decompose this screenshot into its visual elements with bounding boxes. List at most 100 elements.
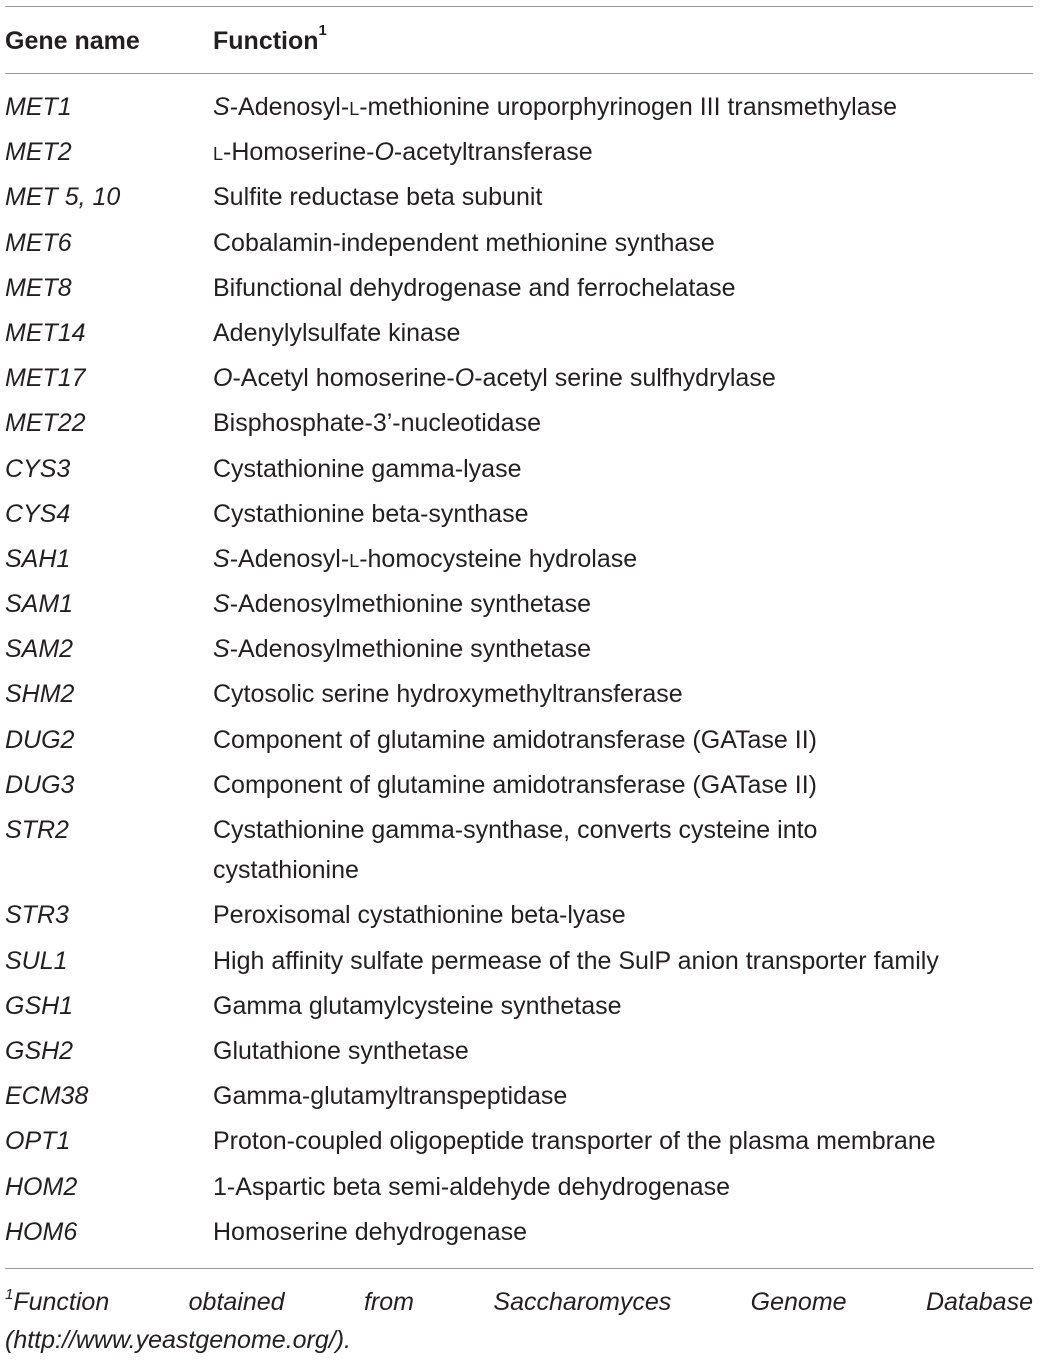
gene-name-cell: MET6 xyxy=(5,228,72,257)
gene-name-cell: OPT1 xyxy=(5,1127,71,1156)
function-text-segment: Component of glutamine amidotransferase … xyxy=(213,770,817,799)
function-text-segment: -Acetyl homoserine- xyxy=(232,364,455,393)
table-row: MET1 S-Adenosyl-l-methionine uroporphyrin… xyxy=(0,87,1044,132)
gene-name-cell: GSH1 xyxy=(5,991,74,1020)
function-cell: Gamma glutamylcysteine synthetase xyxy=(213,986,1044,1026)
function-text-segment: 1-Aspartic beta semi-aldehyde dehydrogen… xyxy=(213,1172,730,1201)
table-bottom-rule xyxy=(5,1268,1033,1269)
function-cell: Gamma-glutamyltranspeptidase xyxy=(213,1076,1044,1116)
function-cell: O-Acetyl homoserine-O-acetyl serine sulf… xyxy=(213,358,1044,398)
table-row: GSH1 Gamma glutamylcysteine synthetase xyxy=(0,986,1044,1031)
table-row: HOM6 Homoserine dehydrogenase xyxy=(0,1212,1044,1257)
function-text-segment: l xyxy=(349,544,360,573)
function-cell: Adenylylsulfate kinase xyxy=(213,313,1044,353)
function-cell: Sulfite reductase beta subunit xyxy=(213,177,1044,217)
function-cell: S-Adenosylmethionine synthetase xyxy=(213,629,1044,669)
function-text-segment: -Adenosyl- xyxy=(229,93,350,121)
function-text-segment: -homocysteine hydrolase xyxy=(359,544,638,573)
column-header-function: Function1 xyxy=(213,22,327,60)
gene-name-cell: HOM6 xyxy=(5,1217,78,1246)
function-text-segment: Cytosolic serine hydroxymethyltransferas… xyxy=(213,680,683,709)
function-text-segment: Sulfite reductase beta subunit xyxy=(213,183,543,212)
function-text-segment: -acetyltransferase xyxy=(393,138,593,167)
function-text-segment: -Adenosyl- xyxy=(229,544,350,573)
table-row: DUG2 Component of glutamine amidotransfer… xyxy=(0,720,1044,765)
table-row: OPT1 Proton-coupled oligopeptide transpor… xyxy=(0,1121,1044,1166)
table-row: SAH1 S-Adenosyl-l-homocysteine hydrolase xyxy=(0,539,1044,584)
table-row: SAM2 S-Adenosylmethionine synthetase xyxy=(0,629,1044,674)
function-cell: l-Homoserine-O-acetyltransferase xyxy=(213,132,1044,172)
table-row: STR2 Cystathionine gamma-synthase, conver… xyxy=(0,810,1044,895)
function-text-segment: S xyxy=(213,93,230,121)
gene-name-cell: MET 5, 10 xyxy=(5,183,121,212)
function-text-segment: -Adenosylmethionine synthetase xyxy=(229,635,592,664)
function-text-segment: l xyxy=(213,138,224,167)
function-text-segment: Component of glutamine amidotransferase … xyxy=(213,725,817,754)
function-text-segment: Adenylylsulfate kinase xyxy=(213,318,461,347)
table-row: MET6 Cobalamin-independent methionine syn… xyxy=(0,223,1044,268)
gene-name-cell: SUL1 xyxy=(5,946,68,975)
table-row: MET 5, 10 Sulfite reductase beta subunit xyxy=(0,177,1044,222)
table-row: CYS3 Cystathionine gamma-lyase xyxy=(0,449,1044,494)
header-rule xyxy=(5,73,1033,74)
gene-name-cell: SAM1 xyxy=(5,590,74,619)
function-text-segment: Homoserine dehydrogenase xyxy=(213,1217,528,1246)
function-text-segment: S xyxy=(213,590,230,619)
function-cell: Cytosolic serine hydroxymethyltransferas… xyxy=(213,674,1044,714)
function-cell: Glutathione synthetase xyxy=(213,1031,1044,1071)
gene-name-cell: MET14 xyxy=(5,318,86,347)
gene-name-cell: MET1 xyxy=(5,93,72,121)
function-cell: Component of glutamine amidotransferase … xyxy=(213,720,1044,760)
footnote-marker: 1 xyxy=(5,1286,14,1303)
gene-name-cell: SHM2 xyxy=(5,680,75,709)
function-cell: Cystathionine gamma-lyase xyxy=(213,449,1044,489)
function-text-segment: O xyxy=(454,364,475,393)
function-cell: High affinity sulfate permease of the Su… xyxy=(213,941,1044,981)
function-text-segment: Bisphosphate-3’-nucleotidase xyxy=(213,409,541,438)
function-text-segment: Bifunctional dehydrogenase and ferrochel… xyxy=(213,273,736,302)
table-body: MET1 S-Adenosyl-l-methionine uroporphyrin… xyxy=(0,87,1044,1257)
gene-name-cell: ECM38 xyxy=(5,1082,89,1111)
function-text-segment: S xyxy=(213,635,230,664)
function-text-segment: Proton-coupled oligopeptide transporter … xyxy=(213,1127,936,1156)
gene-name-cell: CYS3 xyxy=(5,454,71,483)
gene-name-cell: DUG3 xyxy=(5,770,75,799)
gene-name-cell: SAH1 xyxy=(5,544,71,573)
function-cell: Component of glutamine amidotransferase … xyxy=(213,765,1044,805)
function-cell: Peroxisomal cystathionine beta-lyase xyxy=(213,895,1044,935)
function-text-segment: Gamma glutamylcysteine synthetase xyxy=(213,991,622,1020)
table-footnote: 1Function obtained from Saccharomyces Ge… xyxy=(5,1283,1033,1359)
function-cell: S-Adenosylmethionine synthetase xyxy=(213,584,1044,624)
footnote-link: (http://www.yeastgenome.org/). xyxy=(5,1326,351,1354)
function-cell: Bifunctional dehydrogenase and ferrochel… xyxy=(213,268,1044,308)
gene-name-cell: GSH2 xyxy=(5,1036,74,1065)
gene-name-cell: DUG2 xyxy=(5,725,75,754)
function-cell: Cystathionine beta-synthase xyxy=(213,494,1044,534)
gene-name-cell: MET22 xyxy=(5,409,86,438)
table-row: MET14 Adenylylsulfate kinase xyxy=(0,313,1044,358)
function-text-segment: l xyxy=(349,93,360,121)
function-cell: Cobalamin-independent methionine synthas… xyxy=(213,223,1044,263)
table-row: MET22 Bisphosphate-3’-nucleotidase xyxy=(0,403,1044,448)
table-top-rule xyxy=(5,6,1033,7)
gene-name-cell: HOM2 xyxy=(5,1172,78,1201)
gene-name-cell: SAM2 xyxy=(5,635,74,664)
column-header-gene-name: Gene name xyxy=(5,22,140,60)
function-text-segment: Cystathionine gamma-synthase, converts c… xyxy=(213,816,818,884)
function-cell: Homoserine dehydrogenase xyxy=(213,1212,1044,1252)
function-cell: S-Adenosyl-l-methionine uroporphyrinogen… xyxy=(213,87,1044,127)
table-row: SHM2 Cytosolic serine hydroxymethyltransf… xyxy=(0,674,1044,719)
function-cell: Bisphosphate-3’-nucleotidase xyxy=(213,403,1044,443)
function-cell: S-Adenosyl-l-homocysteine hydrolase xyxy=(213,539,1044,579)
table-row: ECM38 Gamma-glutamyltranspeptidase xyxy=(0,1076,1044,1121)
function-text-segment: Glutathione synthetase xyxy=(213,1036,469,1065)
table-row: DUG3 Component of glutamine amidotransfer… xyxy=(0,765,1044,810)
footnote-marker: 1 xyxy=(318,22,327,39)
table-row: SAM1 S-Adenosylmethionine synthetase xyxy=(0,584,1044,629)
gene-name-cell: STR2 xyxy=(5,816,69,844)
